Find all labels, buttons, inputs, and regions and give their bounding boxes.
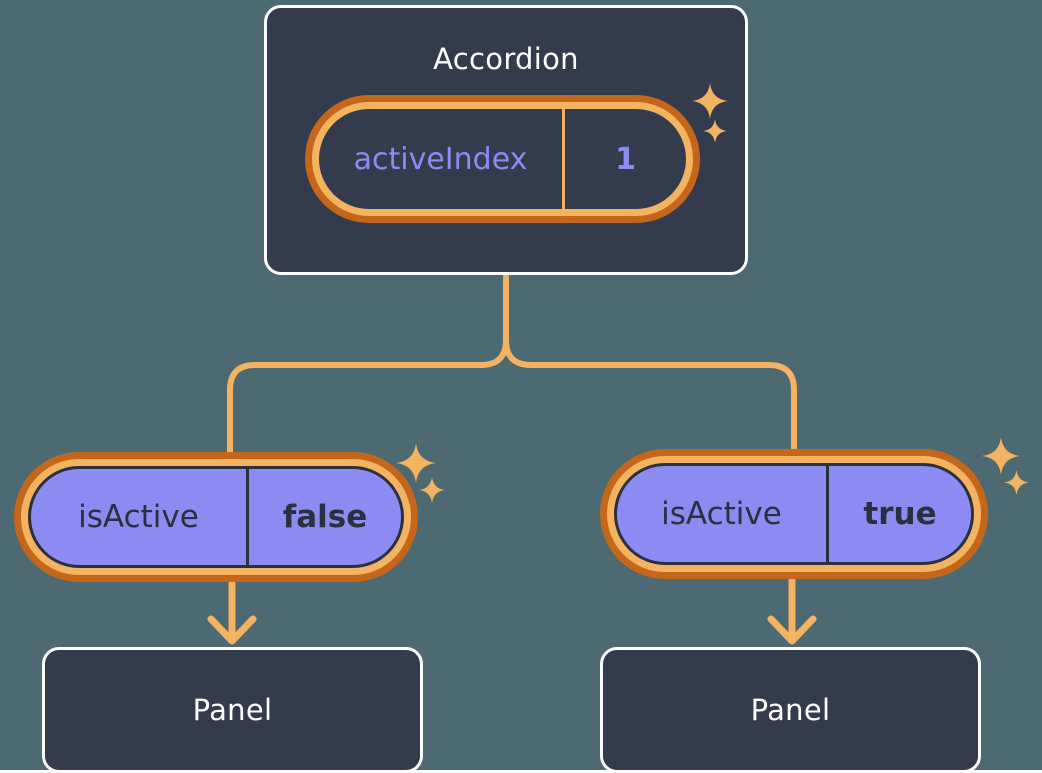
state-pill-ring: activeIndex 1 bbox=[312, 102, 693, 216]
sparkle-small-icon bbox=[419, 477, 445, 503]
prop-pill-body-right: isActive true bbox=[614, 463, 974, 565]
prop-pill-value-left: false bbox=[282, 499, 368, 535]
node-panel-right[interactable]: Panel bbox=[600, 647, 981, 773]
node-panel-right-title: Panel bbox=[750, 693, 831, 727]
prop-pill-is-active-left[interactable]: isActive false bbox=[14, 452, 418, 582]
state-pill-value: 1 bbox=[615, 141, 636, 177]
node-panel-left-title: Panel bbox=[192, 693, 273, 727]
node-accordion-title: Accordion bbox=[433, 42, 579, 76]
wire-root-to-children bbox=[227, 272, 509, 455]
prop-pill-value-right: true bbox=[863, 496, 937, 532]
prop-pill-key-right: isActive bbox=[617, 466, 829, 562]
sparkle-small-icon bbox=[1004, 470, 1029, 495]
state-pill-body: activeIndex 1 bbox=[319, 109, 686, 209]
prop-pill-is-active-right[interactable]: isActive true bbox=[600, 449, 988, 579]
prop-pill-ring-left: isActive false bbox=[21, 459, 411, 575]
prop-pill-body-left: isActive false bbox=[28, 466, 404, 568]
arrow-down-icon-left bbox=[207, 615, 257, 645]
node-panel-left[interactable]: Panel bbox=[42, 647, 423, 773]
state-pill-active-index[interactable]: activeIndex 1 bbox=[305, 95, 700, 223]
prop-pill-key-left: isActive bbox=[31, 469, 249, 565]
state-pill-key: activeIndex bbox=[319, 109, 565, 209]
prop-pill-ring-right: isActive true bbox=[607, 456, 981, 572]
arrow-down-icon-right bbox=[767, 615, 817, 645]
sparkle-icon bbox=[982, 437, 1020, 475]
wire-root-to-child-right bbox=[503, 272, 797, 453]
